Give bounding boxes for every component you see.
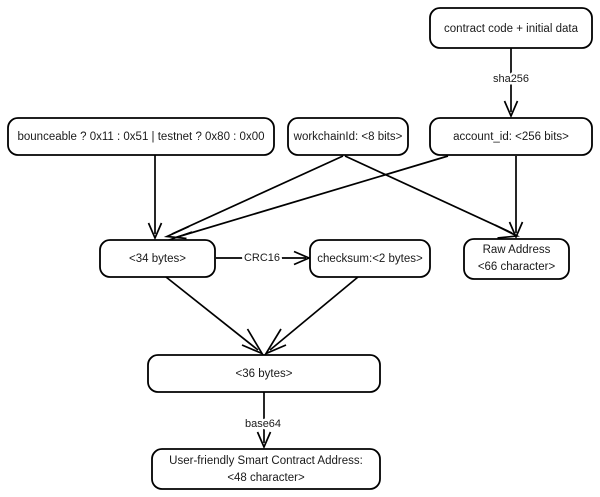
node-raw-address-label-line2: <66 character> xyxy=(478,261,556,273)
node-36-bytes[interactable]: <36 bytes> xyxy=(147,354,381,393)
node-36-bytes-box[interactable] xyxy=(147,354,381,393)
node-bounceable-flags-box[interactable] xyxy=(7,117,275,156)
edge-account-id-to-raw-address xyxy=(508,156,524,240)
edge-label-base64: base64 xyxy=(245,418,281,430)
node-36-bytes-label: <36 bytes> xyxy=(236,368,293,380)
node-34-bytes-label: <34 bytes> xyxy=(129,253,186,265)
edge-34bytes-to-36bytes xyxy=(165,276,265,356)
node-checksum-box[interactable] xyxy=(309,239,431,278)
node-bounceable-flags[interactable]: bounceable ? 0x11 : 0x51 | testnet ? 0x8… xyxy=(7,117,275,156)
edge-contract-code-to-account-id xyxy=(503,48,519,119)
node-contract-code-label: contract code + initial data xyxy=(444,23,579,35)
node-34-bytes-box[interactable] xyxy=(99,239,216,278)
node-raw-address-box[interactable] xyxy=(463,238,570,280)
edge-workchainid-to-raw-address xyxy=(344,155,520,239)
node-34-bytes[interactable]: <34 bytes> xyxy=(99,239,216,278)
node-account-id-label: account_id: <256 bits> xyxy=(453,131,569,143)
node-user-friendly-address-label-line1: User-friendly Smart Contract Address: xyxy=(169,455,363,467)
node-workchain-id-label: workchainId: <8 bits> xyxy=(293,131,403,143)
node-user-friendly-address-label-line2: <48 character> xyxy=(227,472,305,484)
node-user-friendly-address[interactable]: User-friendly Smart Contract Address: <4… xyxy=(151,448,381,490)
node-workchain-id-box[interactable] xyxy=(287,117,409,156)
edge-workchainid-to-34bytes xyxy=(163,155,344,240)
node-account-id[interactable]: account_id: <256 bits> xyxy=(429,117,593,156)
node-contract-code[interactable]: contract code + initial data xyxy=(429,7,593,49)
edge-account-id-to-34bytes xyxy=(165,155,449,245)
edge-checksum-to-36bytes xyxy=(263,276,359,356)
node-raw-address-label-line1: Raw Address xyxy=(483,244,551,256)
edge-36bytes-to-user-friendly xyxy=(256,392,272,450)
node-bounceable-flags-label: bounceable ? 0x11 : 0x51 | testnet ? 0x8… xyxy=(17,131,264,143)
edge-34bytes-to-checksum xyxy=(216,250,312,266)
node-checksum[interactable]: checksum:<2 bytes> xyxy=(309,239,431,278)
edge-label-sha256: sha256 xyxy=(493,73,529,85)
node-contract-code-box[interactable] xyxy=(429,7,593,49)
node-user-friendly-address-box[interactable] xyxy=(151,448,381,490)
edge-bounceable-to-34bytes xyxy=(147,155,163,241)
node-account-id-box[interactable] xyxy=(429,117,593,156)
node-raw-address[interactable]: Raw Address <66 character> xyxy=(463,238,570,280)
node-workchain-id[interactable]: workchainId: <8 bits> xyxy=(287,117,409,156)
node-checksum-label: checksum:<2 bytes> xyxy=(317,253,423,265)
edge-label-crc16: CRC16 xyxy=(244,252,280,264)
